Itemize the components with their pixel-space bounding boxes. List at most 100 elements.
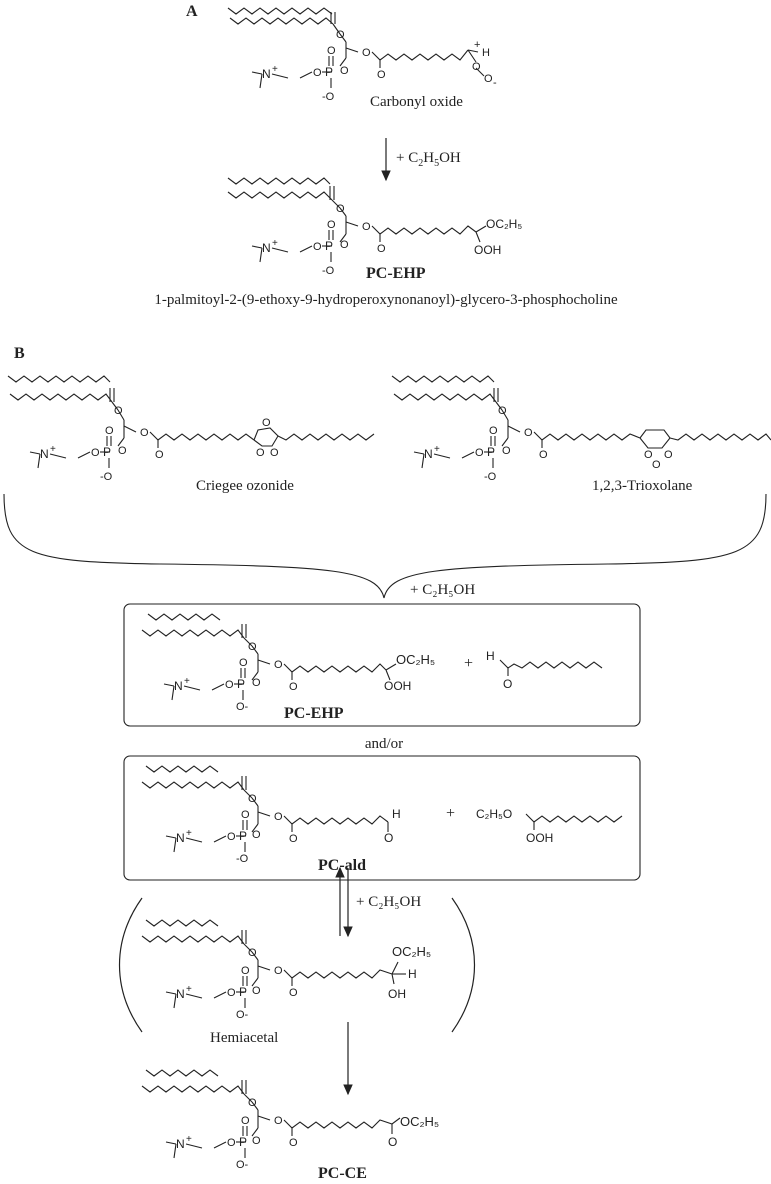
carbonyl-oxide-structure (227, 7, 485, 89)
a1-carbonyl-o: O (377, 69, 386, 81)
reagent-2: + C₂H₅OH (356, 894, 421, 910)
a1-ether-o: O (313, 67, 322, 79)
f1-ester-o1: O (248, 1097, 257, 1109)
c1-aldehyde-o: O (503, 677, 512, 691)
box2-pc-ald-label: PC-ald (318, 857, 366, 874)
c1-p-atom: P (237, 677, 245, 691)
b2-ester-o1: O (498, 405, 507, 417)
e1-p-oxo: O (241, 965, 250, 977)
trioxolane-label: 1,2,3-Trioxolane (592, 478, 693, 494)
b2-p-atom: P (487, 445, 495, 459)
criegee-ozonide-structure (7, 375, 375, 469)
b1-glycerol-o: O (118, 445, 127, 457)
a1-p-atom: P (325, 65, 333, 79)
d1-glycerol-o: O (252, 829, 261, 841)
e1-oc2h5: OC₂H₅ (392, 944, 431, 959)
b1-ozonide-o1: O (262, 417, 271, 429)
a1-n-charge: + (272, 64, 278, 75)
e1-ester-o2: O (274, 965, 283, 977)
a2-ooh: OOH (474, 243, 501, 257)
b2-carbonyl-o: O (539, 449, 548, 461)
b2-glycerol-o: O (502, 445, 511, 457)
f1-p-ominus: O- (236, 1159, 249, 1171)
b1-p-ominus: -O (100, 471, 113, 483)
d1-p-ominus: -O (236, 853, 249, 865)
e1-ester-o1: O (248, 947, 257, 959)
e1-p-ominus: O- (236, 1009, 249, 1021)
box2-pc-ald-structure (141, 765, 623, 853)
b1-ether-o: O (91, 447, 100, 459)
c1-p-ominus: O- (236, 701, 249, 713)
e1-glycerol-o: O (252, 985, 261, 997)
d1-p-oxo: O (241, 809, 250, 821)
criegee-ozonide-label: Criegee ozonide (196, 478, 294, 494)
a1-peroxide-minus: - (493, 77, 497, 89)
f1-oc2h5: OC₂H₅ (400, 1114, 439, 1129)
d1-n-charge: + (186, 828, 192, 839)
f1-n-charge: + (186, 1134, 192, 1145)
c1-aldehyde-h: H (486, 649, 495, 663)
b1-ester-o2: O (140, 427, 149, 439)
right-parenthesis (451, 897, 475, 1033)
a2-oc2h5: OC₂H₅ (486, 217, 522, 231)
pc-ehp-fullname: 1-palmitoyl-2-(9-ethoxy-9-hydroperoxynon… (154, 292, 618, 308)
a2-n-charge: + (272, 238, 278, 249)
d1-ester-o2: O (274, 811, 283, 823)
trioxolane-structure (391, 375, 771, 469)
box-pc-ald (123, 755, 641, 881)
a2-n-atom: N (262, 241, 271, 255)
f1-ether-o: O (227, 1137, 236, 1149)
a2-ester-o2: O (362, 221, 371, 233)
panel-a-label: A (186, 3, 198, 20)
box-pc-ehp (123, 603, 641, 727)
a2-ether-o: O (313, 241, 322, 253)
pc-ehp-label-a: PC-EHP (366, 265, 426, 282)
d1-ester-o1: O (248, 793, 257, 805)
b2-n-charge: + (434, 444, 440, 455)
b1-p-atom: P (103, 445, 111, 459)
b2-p-ominus: -O (484, 471, 497, 483)
d1-p-atom: P (239, 829, 247, 843)
hemiacetal-label: Hemiacetal (210, 1030, 278, 1046)
hemiacetal-structure (141, 919, 406, 1009)
c1-n-atom: N (174, 679, 183, 693)
e1-oh: OH (388, 987, 406, 1001)
b2-trioxolane-o1: O (644, 449, 653, 461)
b1-ozonide-o2: O (256, 447, 265, 459)
box2-plus: + (446, 805, 455, 822)
b1-n-atom: N (40, 447, 49, 461)
b1-ester-o1: O (114, 405, 123, 417)
b2-p-oxo: O (489, 425, 498, 437)
e1-h: H (408, 967, 417, 981)
b1-ozonide-o3: O (270, 447, 279, 459)
c1-ester-o1: O (248, 641, 257, 653)
arrow-a-reagent: + C2H5OH (396, 150, 461, 169)
d1-carbonyl-o: O (289, 833, 298, 845)
pc-ce-label: PC-CE (318, 1165, 367, 1182)
f1-p-atom: P (239, 1135, 247, 1149)
a2-ester-o1: O (336, 203, 345, 215)
d1-ether-o: O (227, 831, 236, 843)
b2-trioxolane-o3: O (664, 449, 673, 461)
a1-h-atom: H (482, 47, 490, 59)
f1-glycerol-o: O (252, 1135, 261, 1147)
c1-p-oxo: O (239, 657, 248, 669)
e1-n-atom: N (176, 987, 185, 1001)
and-or-label: and/or (365, 736, 403, 752)
a1-p-ominus: -O (322, 91, 335, 103)
b2-ether-o: O (475, 447, 484, 459)
a1-carbocation-plus: + (474, 39, 480, 51)
a1-glycerol-o: O (340, 65, 349, 77)
b1-carbonyl-o: O (155, 449, 164, 461)
e1-n-charge: + (186, 984, 192, 995)
a2-p-ominus: -O (322, 265, 335, 277)
a2-carbonyl-o: O (377, 243, 386, 255)
a2-p-oxo: O (327, 219, 336, 231)
a2-p-atom: P (325, 239, 333, 253)
c1-ether-o: O (225, 679, 234, 691)
e1-p-atom: P (239, 985, 247, 999)
c1-oc2h5: OC₂H₅ (396, 652, 435, 667)
a1-ester-o2: O (362, 47, 371, 59)
